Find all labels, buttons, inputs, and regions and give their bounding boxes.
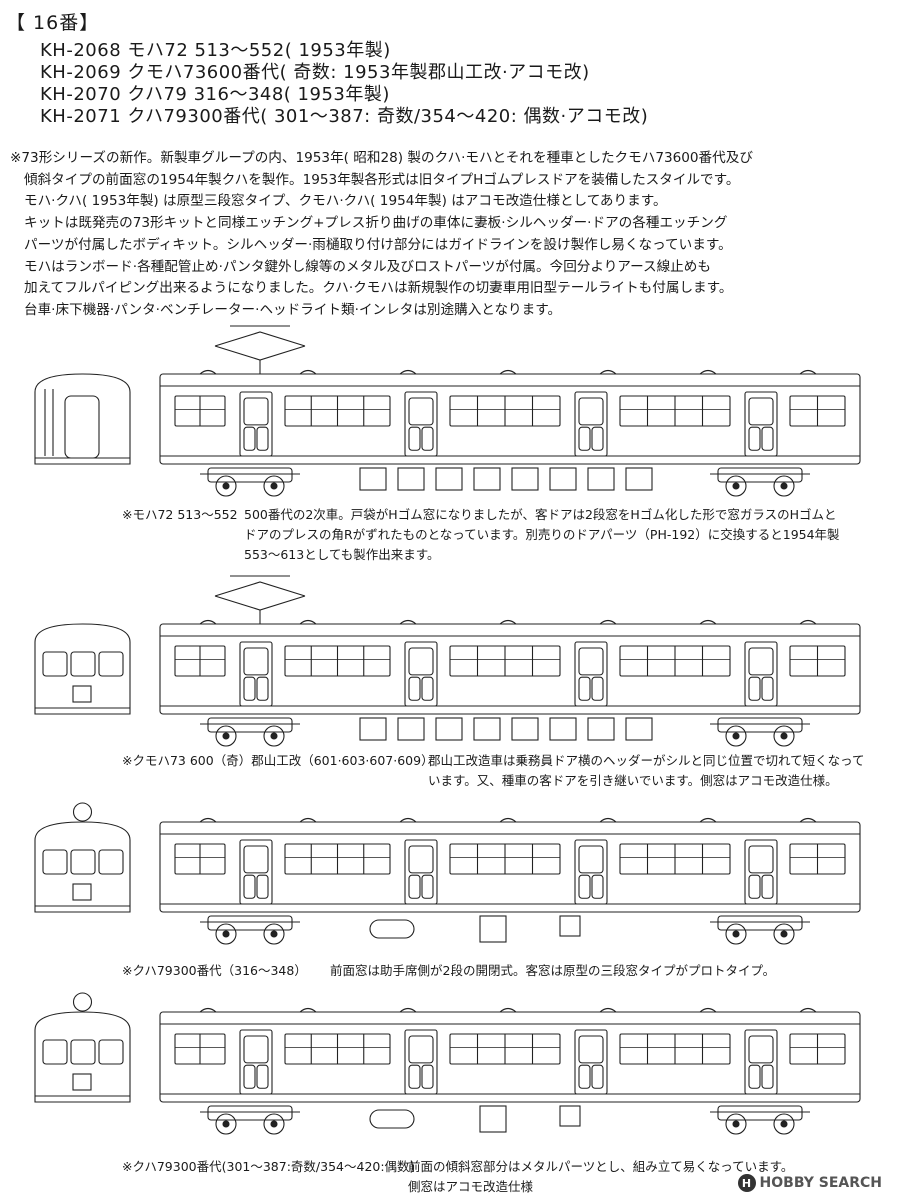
- drawing-kuha79300: [0, 990, 900, 1152]
- caption-line: います。又、種車の客ドアを引き継いでいます。側窓はアコモ改造仕様。: [428, 773, 838, 788]
- hobby-search-logo-icon: H: [737, 1174, 756, 1192]
- watermark: H HOBBY SEARCH: [737, 1174, 882, 1192]
- caption-moha72-desc: 500番代の2次車。戸袋がHゴム窓になりましたが、客ドアは2段窓をHゴム化した形…: [244, 505, 840, 565]
- product-list: KH-2068 モハ72 513〜552( 1953年製) KH-2069 クモ…: [40, 40, 648, 128]
- drawing-kumoha73: [0, 572, 900, 747]
- caption-kuha79-316-desc: 前面窓は助手席側が2段の開閉式。客窓は原型の三段窓タイプがプロトタイプ。: [330, 961, 775, 981]
- caption-kuha79-316-model: ※クハ79300番代（316〜348）: [122, 963, 307, 978]
- kuha79300-line-drawing: [34, 992, 861, 1135]
- watermark-text: HOBBY SEARCH: [759, 1175, 882, 1191]
- note-line: モハ·クハ( 1953年製) は原型三段窓タイプ、クモハ·クハ( 1954年製)…: [24, 193, 667, 210]
- kit-description: ※73形シリーズの新作。新製車グループの内、1953年( 昭和28) 製のクハ·…: [10, 148, 895, 322]
- product-line: KH-2071 クハ79300番代( 301〜387: 奇数/354〜420: …: [40, 106, 649, 127]
- caption-line: 前面窓は助手席側が2段の開閉式。客窓は原型の三段窓タイプがプロトタイプ。: [330, 963, 776, 978]
- caption-line: 郡山工改造車は乗務員ドア横のヘッダーがシルと同じ位置で切れて短くなって: [428, 753, 865, 768]
- caption-line: ドアのプレスの角Rがずれたものとなっています。別売りのドアパーツ（PH-192）…: [244, 527, 840, 542]
- caption-line: 553〜613としても製作出来ます。: [244, 547, 440, 562]
- caption-line: 500番代の2次車。戸袋がHゴム窓になりましたが、客ドアは2段窓をHゴム化した形…: [244, 507, 837, 522]
- caption-kumoha73-desc: 郡山工改造車は乗務員ドア横のヘッダーがシルと同じ位置で切れて短くなって います。…: [428, 751, 865, 791]
- drawing-moha72: [0, 322, 900, 502]
- note-line: 傾斜タイプの前面窓の1954年製クハを製作。1953年製各形式は旧タイプHゴムプ…: [24, 171, 740, 188]
- moha72-line-drawing: [34, 325, 861, 497]
- product-line: KH-2068 モハ72 513〜552( 1953年製): [40, 40, 391, 61]
- kumoha73-line-drawing: [34, 575, 861, 747]
- kuha79-316-line-drawing: [34, 802, 861, 945]
- caption-kuha79300-model: ※クハ79300番代(301〜387:奇数/354〜420:偶数): [122, 1159, 415, 1174]
- note-line: 台車·床下機器·パンタ·ベンチレーター·ヘッドライト類·インレタは別途購入となり…: [24, 301, 562, 318]
- caption-moha72-model: ※モハ72 513〜552: [122, 507, 238, 522]
- caption-line: 側窓はアコモ改造仕様: [408, 1179, 534, 1194]
- drawing-kuha79-316: [0, 800, 900, 958]
- note-line: ※73形シリーズの新作。新製車グループの内、1953年( 昭和28) 製のクハ·…: [10, 150, 753, 166]
- caption-kuha79300-desc: 前面の傾斜窓部分はメタルパーツとし、組み立て易くなっています。 側窓はアコモ改造…: [408, 1157, 793, 1197]
- caption-kumoha73-model: ※クモハ73 600（奇）郡山工改（601·603·607·609）: [122, 753, 434, 768]
- note-line: モハはランボード·各種配管止め·パンタ鍵外し線等のメタル及びロストパーツが付属。…: [24, 258, 711, 275]
- note-line: キットは既発売の73形キットと同様エッチング+プレス折り曲げの車体に妻板·シルヘ…: [24, 215, 728, 232]
- section-title: 【 16番】: [6, 12, 100, 34]
- caption-line: 前面の傾斜窓部分はメタルパーツとし、組み立て易くなっています。: [408, 1159, 794, 1174]
- product-line: KH-2070 クハ79 316〜348( 1953年製): [40, 84, 390, 105]
- note-line: パーツが付属したボディキット。シルヘッダー·雨樋取り付け部分にはガイドラインを設…: [24, 236, 732, 253]
- product-line: KH-2069 クモハ73600番代( 奇数: 1953年製郡山工改·アコモ改): [40, 62, 590, 83]
- note-line: 加えてフルパイピング出来るようになりました。クハ·クモハは新規製作の切妻車用旧型…: [24, 280, 733, 297]
